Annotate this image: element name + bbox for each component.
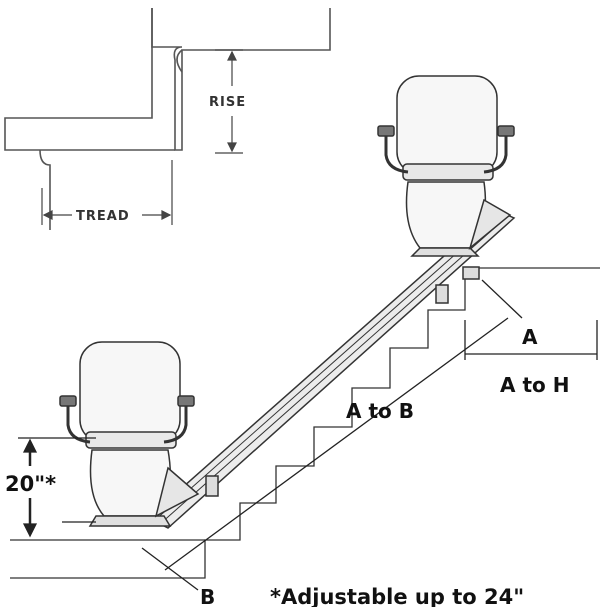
rail-body — [146, 209, 516, 529]
rail-end-cap — [462, 266, 480, 280]
seat-height-dimension — [18, 437, 96, 538]
tread-arrowhead-right — [161, 210, 172, 220]
rise-arrowhead-down — [227, 142, 237, 153]
b-leader-line — [141, 547, 199, 591]
upper-chair-control-left — [377, 125, 395, 137]
upper-chair-seat — [402, 163, 494, 181]
upper-chair-control-right — [497, 125, 515, 137]
rail-groove — [153, 212, 503, 522]
lower-chair-control-right — [177, 395, 195, 407]
tread-arrowhead-left — [42, 210, 53, 220]
lower-chair-control-left — [59, 395, 77, 407]
rise-dimension — [215, 49, 243, 154]
inset-step-outline — [4, 8, 175, 151]
label-a-to-h: A to H — [500, 373, 569, 397]
label-a: A — [522, 325, 538, 349]
label-seat-height: 20"* — [5, 472, 56, 496]
inset-upper-nose — [176, 49, 183, 73]
lower-chair — [59, 341, 200, 527]
rail-bracket-upper — [435, 284, 449, 304]
rise-label: RISE — [209, 95, 246, 110]
a-leader-line — [481, 279, 523, 319]
tread-label: TREAD — [76, 209, 130, 224]
seat-height-arrowhead-down — [22, 523, 38, 538]
lower-chair-backrest — [79, 341, 181, 443]
footnote-adjustable: *Adjustable up to 24" — [270, 585, 524, 607]
rise-tread-inset — [4, 8, 331, 230]
lower-chair-armrest-right — [163, 400, 188, 444]
upper-chair-armrest-right — [483, 130, 508, 174]
upper-chair-backrest — [396, 75, 498, 175]
tread-dimension — [41, 160, 173, 225]
seat-height-arrowhead-up — [22, 438, 38, 453]
inset-upper-tread-outline — [151, 8, 331, 151]
upper-chair — [377, 75, 515, 257]
dimension-a-to-b — [141, 317, 509, 591]
upper-chair-footrest — [410, 247, 480, 257]
lower-chair-armrest-left — [66, 400, 91, 444]
rail-bracket-lower — [205, 475, 219, 497]
stairlift-rail — [146, 209, 516, 529]
staircase — [10, 267, 600, 579]
upper-chair-carriage — [468, 198, 512, 251]
lower-chair-seat — [85, 431, 177, 449]
staircase-profile — [10, 267, 600, 579]
rise-arrowhead-up — [227, 50, 237, 61]
lower-chair-footrest — [88, 515, 172, 527]
a-to-b-line — [164, 317, 509, 571]
rail-groove-2 — [159, 215, 509, 525]
inset-lower-nose — [39, 149, 51, 230]
dimension-a-to-h — [464, 279, 598, 360]
label-b: B — [200, 585, 215, 607]
upper-chair-armrest-left — [384, 130, 409, 174]
lower-chair-carriage — [154, 466, 200, 518]
label-a-to-b: A to B — [346, 399, 414, 423]
